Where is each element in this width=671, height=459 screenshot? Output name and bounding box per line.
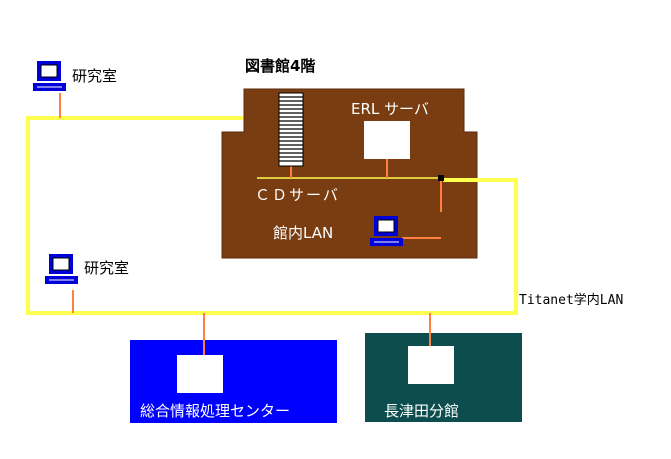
erl-server-label: ERL サーバ <box>351 100 429 118</box>
cd-server-label: ＣＤサーバ <box>255 186 340 204</box>
lab-mid-label: 研究室 <box>84 259 130 277</box>
internal-lan-label: 館内LAN <box>273 224 334 242</box>
computing-center-label: 総合情報処理センター <box>140 402 291 420</box>
pc-icon-lab-mid <box>45 254 78 284</box>
pc-icon-library <box>370 216 403 246</box>
branch-server-icon <box>408 346 454 384</box>
lab-top-label: 研究室 <box>72 67 118 85</box>
server-box-icon <box>364 121 410 159</box>
library-floor-label: 図書館4階 <box>245 57 316 75</box>
library-building <box>221 88 478 259</box>
pc-icon-lab-top <box>33 61 66 91</box>
computing-center-box <box>130 340 337 423</box>
campus-lan-label: Titanet学内LAN <box>519 293 624 308</box>
branch-library-label: 長津田分館 <box>384 402 460 420</box>
cd-tower-icon <box>278 92 304 167</box>
lan-connector <box>438 175 444 181</box>
center-server-icon <box>177 355 223 393</box>
campus-lan-backbone <box>26 116 518 315</box>
